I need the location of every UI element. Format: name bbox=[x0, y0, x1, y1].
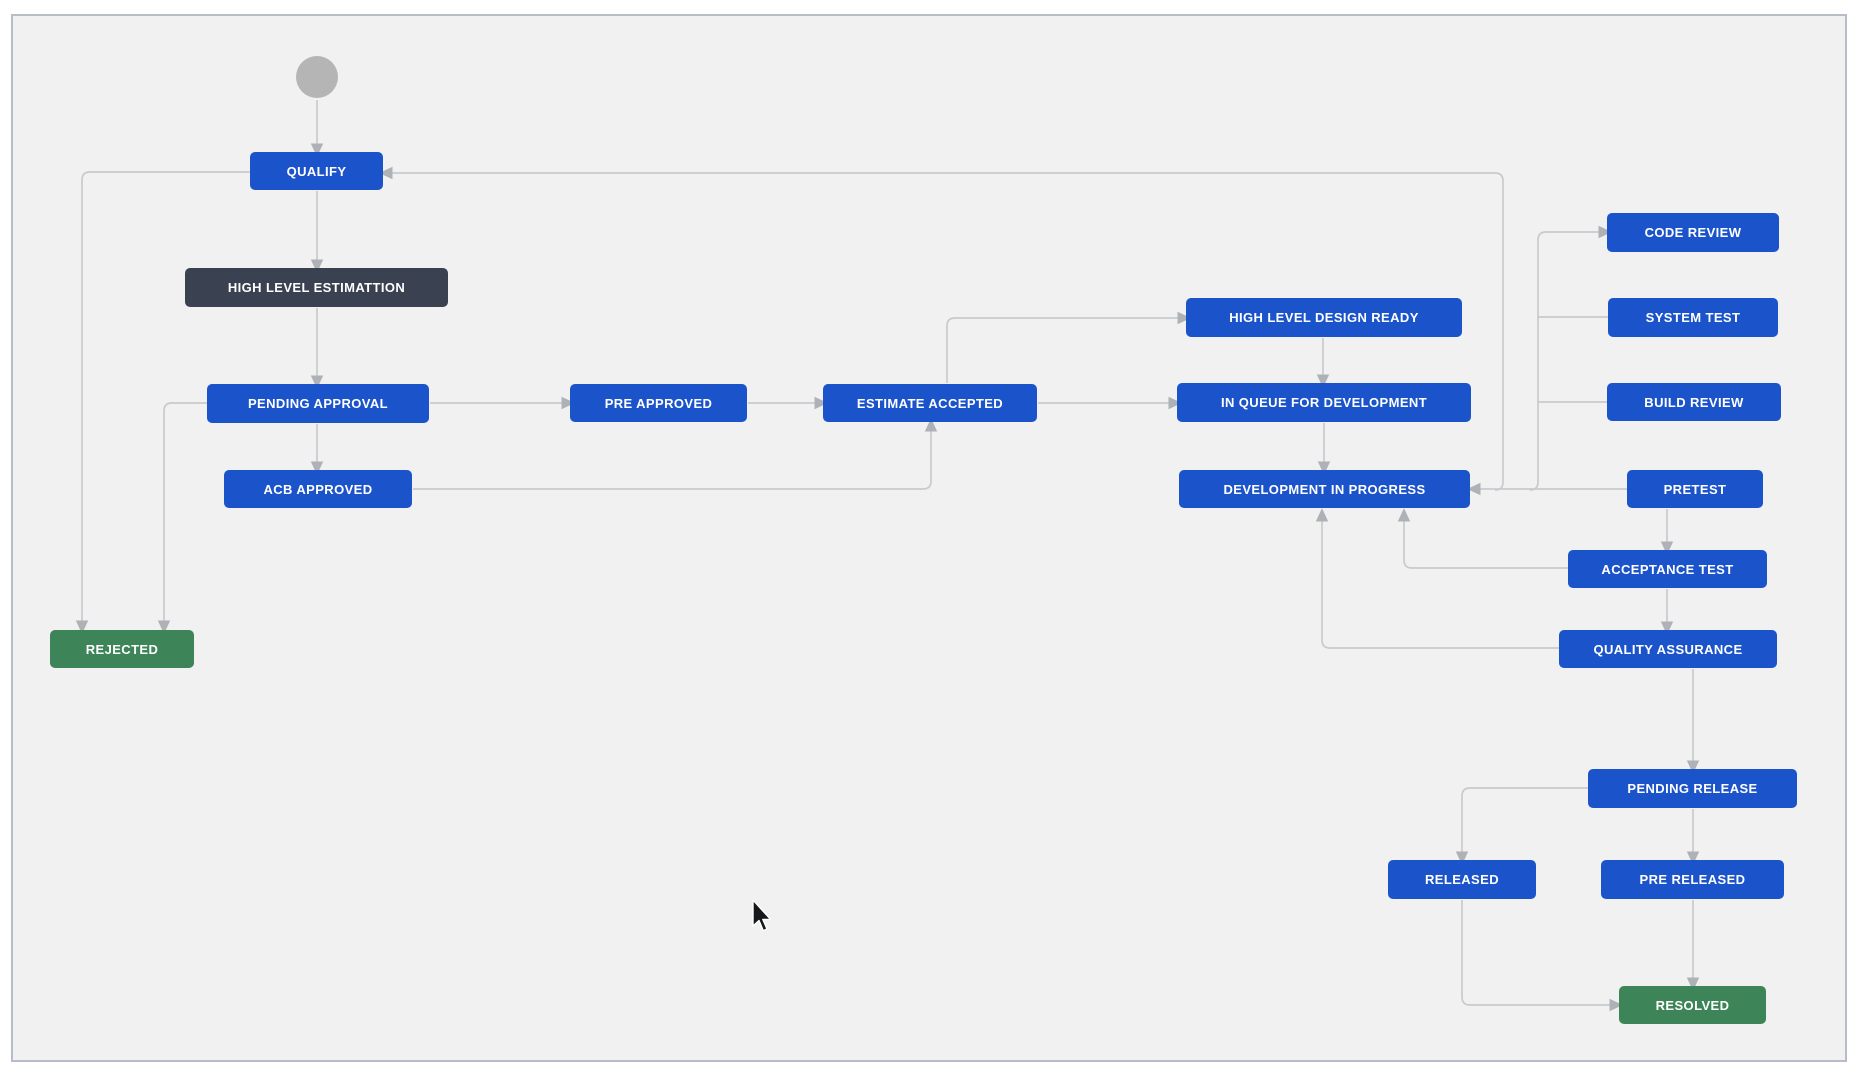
state-pending-release[interactable]: PENDING RELEASE bbox=[1588, 769, 1797, 808]
state-in-queue-for-development[interactable]: IN QUEUE FOR DEVELOPMENT bbox=[1177, 383, 1471, 422]
state-code-review[interactable]: CODE REVIEW bbox=[1607, 213, 1779, 252]
state-estimate-accepted[interactable]: ESTIMATE ACCEPTED bbox=[823, 384, 1037, 422]
state-build-review[interactable]: BUILD REVIEW bbox=[1607, 383, 1781, 421]
state-pre-released[interactable]: PRE RELEASED bbox=[1601, 860, 1784, 899]
start-node[interactable] bbox=[296, 56, 338, 98]
state-pending-approval[interactable]: PENDING APPROVAL bbox=[207, 384, 429, 423]
state-quality-assurance[interactable]: QUALITY ASSURANCE bbox=[1559, 630, 1777, 668]
state-acb-approved[interactable]: ACB APPROVED bbox=[224, 470, 412, 508]
state-pretest[interactable]: PRETEST bbox=[1627, 470, 1763, 508]
state-acceptance-test[interactable]: ACCEPTANCE TEST bbox=[1568, 550, 1767, 588]
state-qualify[interactable]: QUALIFY bbox=[250, 152, 383, 190]
state-high-level-design-ready[interactable]: HIGH LEVEL DESIGN READY bbox=[1186, 298, 1462, 337]
state-rejected[interactable]: REJECTED bbox=[50, 630, 194, 668]
state-high-level-estimattion[interactable]: HIGH LEVEL ESTIMATTION bbox=[185, 268, 448, 307]
state-released[interactable]: RELEASED bbox=[1388, 860, 1536, 899]
state-system-test[interactable]: SYSTEM TEST bbox=[1608, 298, 1778, 337]
state-resolved[interactable]: RESOLVED bbox=[1619, 986, 1766, 1024]
state-pre-approved[interactable]: PRE APPROVED bbox=[570, 384, 747, 422]
state-development-in-progress[interactable]: DEVELOPMENT IN PROGRESS bbox=[1179, 470, 1470, 508]
